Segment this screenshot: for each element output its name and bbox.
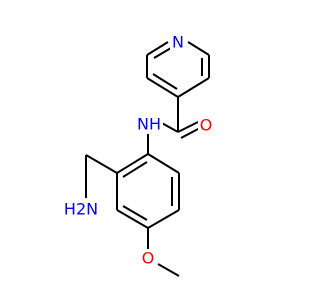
bond-benzene-c1-c2 [116,153,149,174]
bond-benzene-c4-c5 [147,209,180,229]
bond-pyridine-c6-n [146,41,169,56]
bond-pyridine-c4-c5 [146,77,179,98]
chemical-structure: N NH O H2N O [64,33,214,277]
bond-pyridine-n-c2 [187,41,210,56]
bond-benzene-c6-c1 [147,153,180,174]
amino-group-label: H2N [64,200,98,219]
bond-benzene-c3-c4-inner [122,205,148,221]
pyridine-nitrogen-label: N [172,33,184,52]
bond-carbonyl-o-inner [180,127,201,139]
bond-pyridine-c6-n-inner [153,47,172,59]
amide-nh-label: NH [137,115,161,134]
carbonyl-oxygen-label: O [200,116,213,135]
atom-labels: N NH O H2N O [64,33,214,268]
bond-carbonyl-o-outer [177,121,199,133]
bond-benzene-c1-c2-inner [122,161,148,178]
bonds [85,41,210,277]
bond-pyridine-c3-c4 [177,77,210,98]
bond-benzene-c3-c4 [116,209,149,229]
bond-pyridine-c4-c5-inner [152,73,178,90]
bond-ether-o-methyl [157,263,180,277]
ether-oxygen-label: O [142,249,155,268]
bond-c3-amino [85,154,118,174]
